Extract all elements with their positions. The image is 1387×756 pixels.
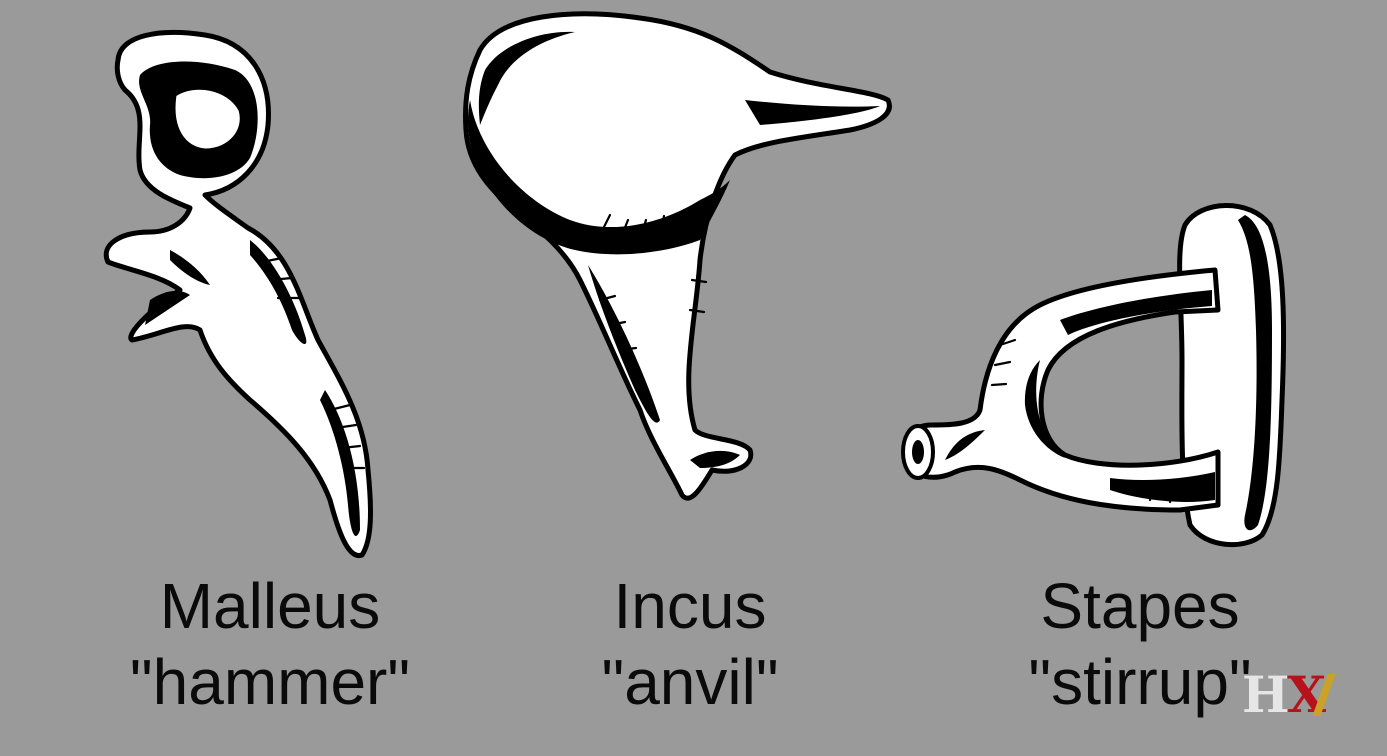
malleus-bone <box>103 29 373 558</box>
malleus-label: Malleus <box>159 570 381 642</box>
incus-bone <box>463 11 892 501</box>
hx-logo: H X <box>1242 665 1336 724</box>
malleus-nickname: "hammer" <box>129 646 411 718</box>
incus-caption: Incus "anvil" <box>540 574 840 714</box>
stapes-bone <box>901 203 1287 548</box>
logo-letter-h: H <box>1242 665 1290 724</box>
malleus-caption: Malleus "hammer" <box>100 574 440 714</box>
incus-label: Incus <box>613 570 767 642</box>
stapes-caption: Stapes "stirrup" <box>975 574 1305 714</box>
incus-nickname: "anvil" <box>601 646 779 718</box>
stapes-label: Stapes <box>1040 570 1240 642</box>
stapes-nickname: "stirrup" <box>1028 646 1252 718</box>
